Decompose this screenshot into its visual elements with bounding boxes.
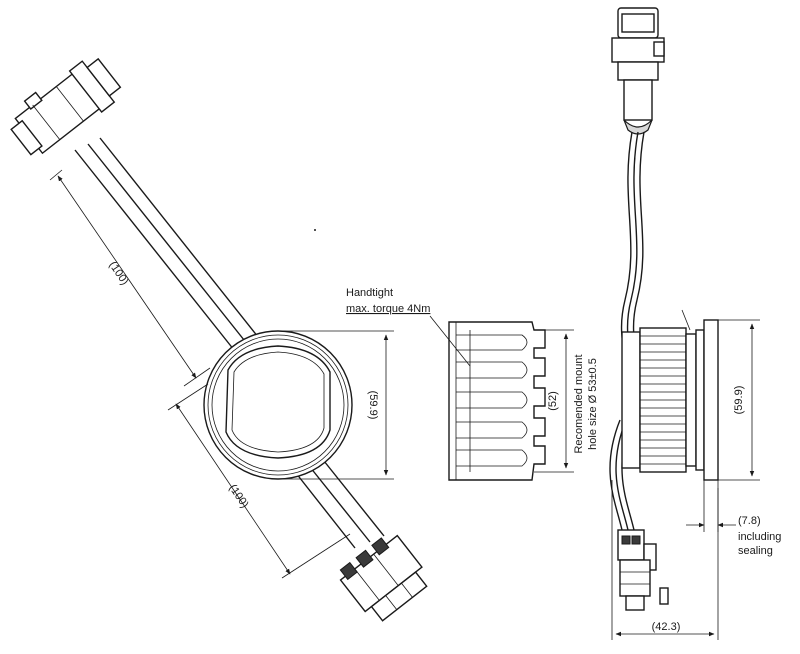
including-label: including bbox=[738, 531, 781, 543]
mount-hole-annotation: Recomended mount hole size Ø 53±0.5 bbox=[573, 354, 599, 453]
bottom-connector bbox=[617, 529, 669, 611]
side-diameter-label: (59.9) bbox=[733, 386, 745, 415]
lower-cable bbox=[291, 455, 385, 549]
thread-lines bbox=[640, 335, 686, 465]
overall-depth-label: (42.3) bbox=[652, 621, 681, 633]
top-connector bbox=[611, 7, 665, 135]
mounting-nut bbox=[448, 321, 546, 481]
front-view: (100) (100) (59.9) bbox=[10, 57, 428, 622]
dim-nut-height: (52) bbox=[534, 329, 574, 473]
dim-gauge-diameter: (59.9) bbox=[278, 330, 394, 480]
torque-label: max. torque 4Nm bbox=[346, 303, 430, 315]
lower-connector bbox=[339, 534, 428, 622]
handtight-label: Handtight bbox=[346, 287, 393, 299]
recommended-mount-label: Recomended mount bbox=[573, 354, 585, 453]
hole-size-label: hole size Ø 53±0.5 bbox=[587, 358, 599, 450]
stray-dot bbox=[314, 229, 316, 231]
dim-side-diameter: (59.9) bbox=[718, 319, 760, 481]
round-gauge bbox=[203, 330, 353, 480]
dim-sealing-depth: (7.8) including sealing bbox=[686, 480, 781, 557]
side-view: (59.9) (7.8) including sealing (42.3) bbox=[609, 7, 781, 640]
upper-connector bbox=[10, 57, 122, 156]
dim-upper-cable: (100) bbox=[49, 169, 211, 387]
lower-cable-length-label: (100) bbox=[226, 482, 250, 510]
nut-slots bbox=[456, 334, 528, 467]
handtight-annotation: Handtight max. torque 4Nm bbox=[346, 287, 471, 367]
upper-cable-length-label: (100) bbox=[106, 259, 130, 287]
side-cable bbox=[609, 131, 645, 531]
sealing-label: sealing bbox=[738, 545, 773, 557]
dim-overall-depth: (42.3) bbox=[611, 480, 719, 640]
upper-cable bbox=[74, 137, 263, 361]
threaded-housing bbox=[621, 309, 719, 481]
sealing-depth-label: (7.8) bbox=[738, 515, 761, 527]
gauge-diameter-label: (59.9) bbox=[367, 391, 379, 420]
nut-height-label: (52) bbox=[547, 391, 559, 411]
